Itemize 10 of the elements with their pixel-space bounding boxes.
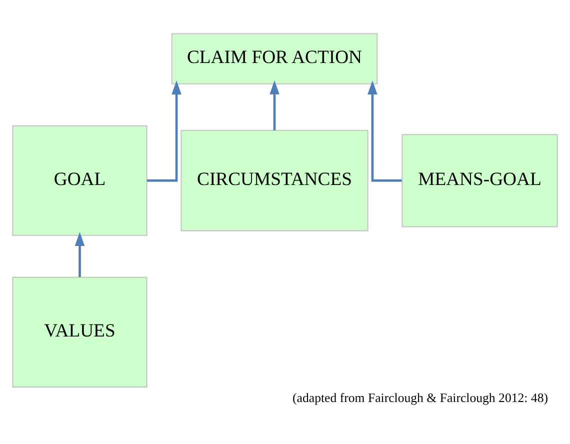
- arrow: [368, 80, 402, 182]
- arrow: [146, 80, 182, 182]
- node-box: MEANS-GOAL: [402, 134, 558, 228]
- node-box: CLAIM FOR ACTION: [171, 33, 378, 84]
- node-box: CIRCUMSTANCES: [180, 130, 368, 232]
- node-box: GOAL: [12, 125, 148, 236]
- node-box: VALUES: [12, 276, 148, 388]
- caption: (adapted from Fairclough & Fairclough 2012: 48): [292, 390, 548, 405]
- arrow: [74, 232, 85, 278]
- arrow: [270, 80, 280, 130]
